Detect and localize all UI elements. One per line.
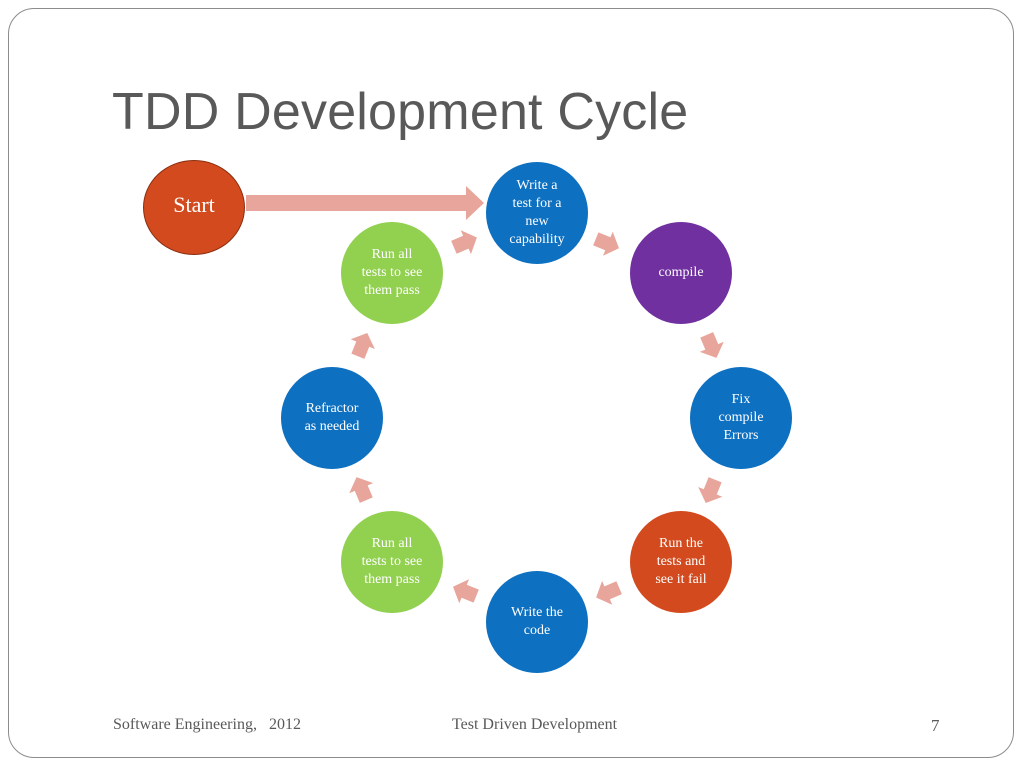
cycle-arrow-7 [350, 333, 375, 359]
cycle-node-label: Fix compile Errors [718, 392, 764, 443]
cycle-arrow-shape [698, 477, 723, 503]
start-label: Start [173, 191, 215, 217]
cycle-node-write-test: Write a test for a new capability [486, 162, 588, 264]
start-node: Start [143, 160, 245, 255]
cycle-node-label: Write a test for a new capability [509, 178, 565, 247]
cycle-node-label: Write the code [511, 605, 563, 638]
cycle-arrow-shape [699, 332, 724, 358]
cycle-arrow-1 [593, 231, 619, 256]
cycle-arrow-shape [453, 579, 479, 604]
cycle-arrow-shape [350, 333, 375, 359]
cycle-node-label: compile [658, 265, 704, 280]
cycle-node-run-tests-fail: Run the tests and see it fail [630, 511, 732, 613]
cycle-arrow-shape [593, 231, 619, 256]
cycle-arrow-6 [349, 477, 374, 503]
cycle-arrow-8 [451, 230, 477, 255]
cycle-node-compile: compile [630, 222, 732, 324]
footer-page-number: 7 [931, 716, 940, 735]
cycle-node-label: Run all tests to see them pass [361, 247, 423, 298]
cycle-arrow-4 [596, 580, 622, 605]
cycle-node-run-all-pass-2: Run all tests to see them pass [341, 222, 443, 324]
cycle-node-write-code: Write the code [486, 571, 588, 673]
cycle-node-refactor: Refractor as needed [281, 367, 383, 469]
cycle-arrow-3 [698, 477, 723, 503]
cycle-arrow-shape [451, 230, 477, 255]
cycle-node-run-all-pass-1: Run all tests to see them pass [341, 511, 443, 613]
footer-course: Software Engineering, 2012 [113, 716, 301, 733]
cycle-arrow-shape [596, 580, 622, 605]
cycle-arrow-2 [699, 332, 724, 358]
cycle-node-label: Refractor as needed [304, 401, 360, 434]
start-arrow [246, 186, 484, 220]
slide-title: TDD Development Cycle [112, 83, 689, 141]
cycle-node-label: Run all tests to see them pass [361, 536, 423, 587]
cycle-node-label: Run the tests and see it fail [655, 536, 707, 587]
cycle-arrow-shape [349, 477, 374, 503]
footer-topic: Test Driven Development [452, 716, 618, 733]
cycle-node-fix-compile: Fix compile Errors [690, 367, 792, 469]
cycle-arrow-5 [453, 579, 479, 604]
